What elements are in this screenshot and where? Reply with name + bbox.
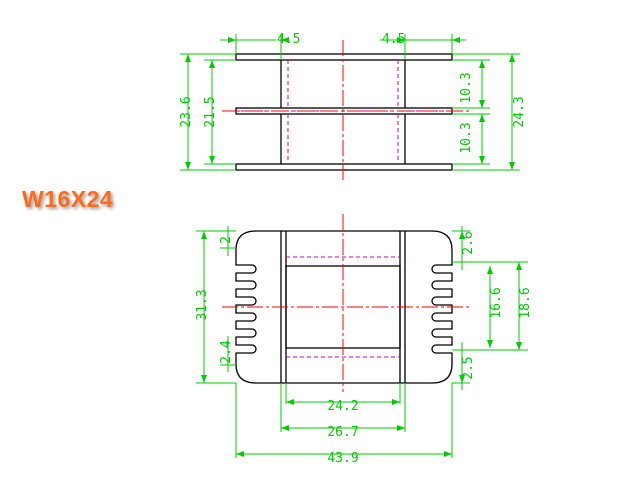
top-view-outline <box>235 53 453 171</box>
front-view-centerlines <box>222 214 470 392</box>
dim-top-width-right: 4.5 <box>382 32 405 47</box>
top-view-centerlines <box>222 40 470 180</box>
dim-front-left-bottom: 2.4 <box>219 340 234 364</box>
top-view: 4.5 4.5 23.6 21.5 10.3 10.3 24.3 <box>179 32 527 180</box>
front-view-dimension-lines <box>196 226 528 458</box>
dim-front-left-total: 31.3 <box>195 289 210 320</box>
front-view-hidden-lines <box>286 256 400 358</box>
dim-front-right-total: 18.6 <box>518 287 533 318</box>
dim-top-height-outer: 23.6 <box>179 96 194 127</box>
top-view-arrows <box>185 37 515 170</box>
dim-top-upper-gap: 10.3 <box>459 72 474 103</box>
dim-front-width-inner: 24.2 <box>327 399 358 414</box>
dim-front-right-top: 2.6 <box>461 231 476 254</box>
right-flange <box>405 230 453 384</box>
left-flange <box>235 230 281 384</box>
dim-top-height-inner: 21.5 <box>203 96 218 127</box>
front-view-arrows <box>201 231 522 457</box>
dim-front-right-bottom: 2.5 <box>461 356 476 379</box>
dim-front-right-mid: 16.6 <box>489 287 504 318</box>
top-view-hidden-lines <box>236 60 452 164</box>
dim-top-width-left: 4.5 <box>277 32 300 47</box>
dim-front-width-mid: 26.7 <box>327 425 358 440</box>
dim-front-width-total: 43.9 <box>327 451 358 466</box>
model-title: W16X24 <box>22 186 114 212</box>
front-view: 31.3 2 2.4 2.6 16.6 18.6 2.5 24.2 26.7 4… <box>195 214 533 466</box>
dim-front-left-top: 2 <box>219 236 234 244</box>
dim-top-right-total: 24.3 <box>512 96 527 127</box>
dim-top-lower-gap: 10.3 <box>459 122 474 153</box>
